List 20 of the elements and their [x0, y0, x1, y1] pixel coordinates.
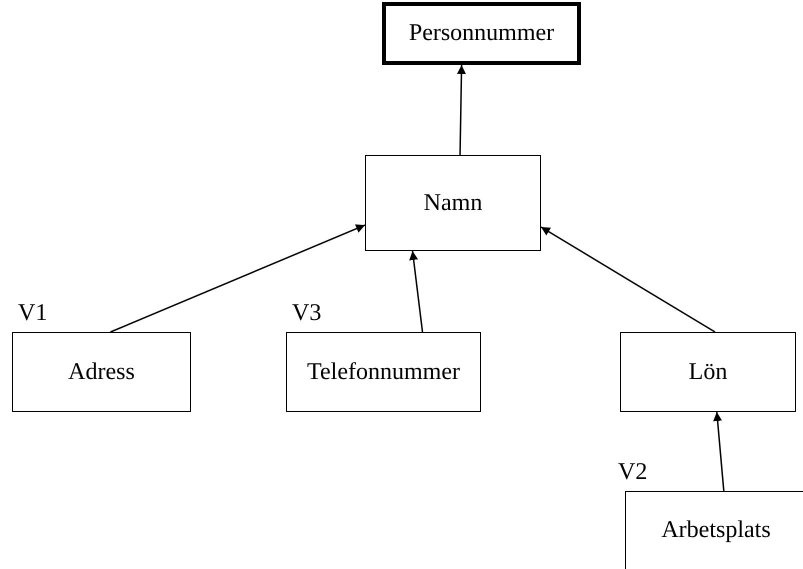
arrow [110, 224, 366, 333]
arrow [456, 64, 466, 156]
entity-box [620, 332, 796, 412]
entity-name: Namn [424, 190, 482, 216]
entity-box [625, 491, 803, 569]
entity-name: Adress [68, 358, 135, 386]
entity-name: Lön [688, 358, 728, 386]
version-label: V1 [18, 300, 48, 327]
arrow [540, 226, 716, 333]
arrow [713, 412, 725, 492]
version-label: V2 [618, 459, 648, 486]
entity-box [382, 2, 581, 65]
entity-name: Arbetsplats [661, 516, 771, 544]
arrow [409, 250, 424, 332]
entity-name: Telefonnummer [307, 358, 460, 386]
entity-box [12, 332, 191, 412]
version-label: V3 [292, 300, 322, 327]
entity-box [365, 155, 541, 251]
entity-name: Personnummer [408, 20, 554, 47]
entity-box [286, 332, 481, 412]
